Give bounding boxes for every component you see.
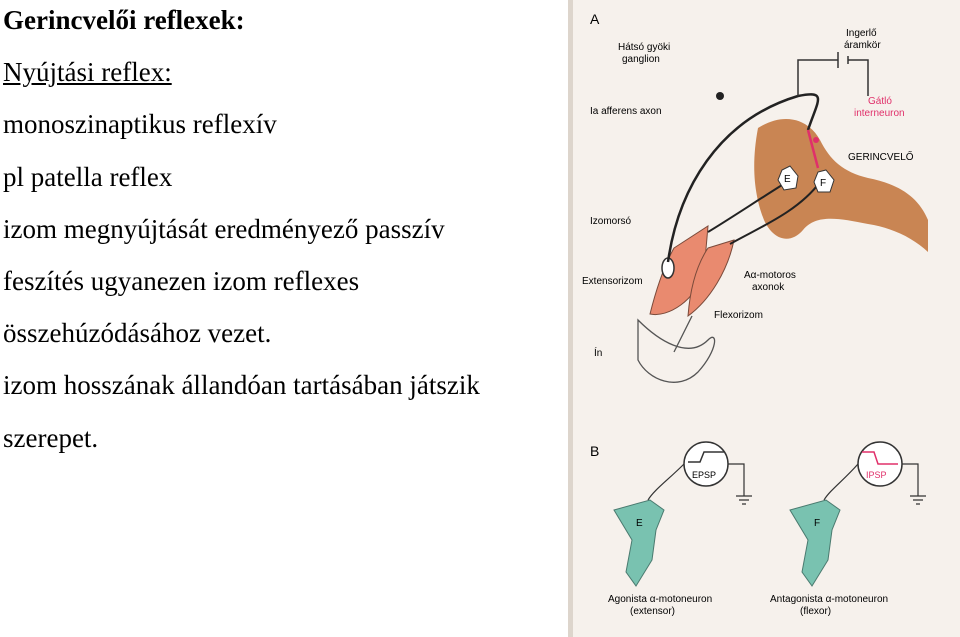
flexor-label: Flexorizom <box>714 310 763 321</box>
spindle-label: Izomorsó <box>590 216 632 227</box>
text-line: szerepet. <box>3 423 99 453</box>
leg-joint-sketch <box>637 318 716 383</box>
ganglion-label-2: ganglion <box>622 54 660 65</box>
stim-circuit <box>797 59 869 96</box>
motoneuron-e-label: E <box>784 174 791 185</box>
spinal-label: GERINCVELŐ <box>848 149 914 163</box>
ganglion-dot <box>716 92 724 100</box>
tendon-label: Ín <box>594 346 602 359</box>
antagonist-f-label: F <box>814 518 820 529</box>
stim-label-2: áramkör <box>844 40 881 51</box>
ground-symbol <box>736 495 752 505</box>
reflex-arc-figure: A Hátsó gyöki ganglion Ingerlő áramkör I… <box>568 0 960 637</box>
agonist-label-1: Agonista α-motoneuron <box>608 594 712 605</box>
motor-axon-label-2: axonok <box>752 282 785 293</box>
text-line: pl patella reflex <box>3 162 173 192</box>
ipsp-ground-wire <box>902 463 919 496</box>
epsp-trace <box>688 451 724 463</box>
inhibitory-interneuron <box>806 129 820 169</box>
antagonist-label-1: Antagonista α-motoneuron <box>770 594 888 605</box>
figure-border <box>568 0 573 637</box>
efferent-axon-e <box>707 179 791 233</box>
slide-subtitle: Nyújtási reflex: <box>3 57 172 87</box>
flexor-muscle <box>687 239 735 318</box>
ipsp-electrode <box>823 463 859 501</box>
motoneuron-e <box>777 165 799 191</box>
motor-axon-label-1: Aα-motoros <box>744 270 796 281</box>
figure-background <box>568 0 960 637</box>
text-line: feszítés ugyanezen izom reflexes <box>3 266 360 296</box>
epsp-label: EPSP <box>692 470 716 480</box>
text-line: monoszinaptikus reflexív <box>3 109 277 139</box>
afferent-axon <box>666 93 820 263</box>
slide-title: Gerincvelői reflexek: <box>3 5 245 35</box>
agonist-label-2: (extensor) <box>630 606 675 617</box>
interneuron-label-2: interneuron <box>854 108 905 119</box>
panel-b-letter: B <box>590 443 599 459</box>
panel-a-letter: A <box>590 11 600 27</box>
afferent-label: Ia afferens axon <box>590 106 662 117</box>
ipsp-label: IPSP <box>866 470 887 480</box>
agonist-motoneuron <box>613 499 665 587</box>
stim-label-1: Ingerlő <box>846 28 877 39</box>
ground-symbol <box>910 495 926 505</box>
text-line: összehúzódásához vezet. <box>3 318 272 348</box>
text-line: izom megnyújtását eredményező passzív <box>3 214 445 244</box>
ganglion-label-1: Hátsó gyöki <box>618 42 670 53</box>
antagonist-label-2: (flexor) <box>800 606 831 617</box>
epsp-ground-wire <box>728 463 745 496</box>
motoneuron-f <box>813 169 835 193</box>
agonist-e-label: E <box>636 518 643 529</box>
antagonist-motoneuron <box>789 499 841 587</box>
spinal-cord-shape <box>754 118 928 252</box>
tendon-line <box>673 315 693 353</box>
epsp-electrode <box>647 463 685 501</box>
efferent-axon-f <box>729 181 821 245</box>
interneuron-label-1: Gátló <box>868 96 892 107</box>
ipsp-trace <box>862 451 898 465</box>
interneuron-dot <box>813 137 819 143</box>
motoneuron-f-label: F <box>820 178 826 189</box>
extensor-label: Extensorizom <box>582 276 643 287</box>
text-line: izom hosszának állandóan tartásában játs… <box>3 370 480 400</box>
